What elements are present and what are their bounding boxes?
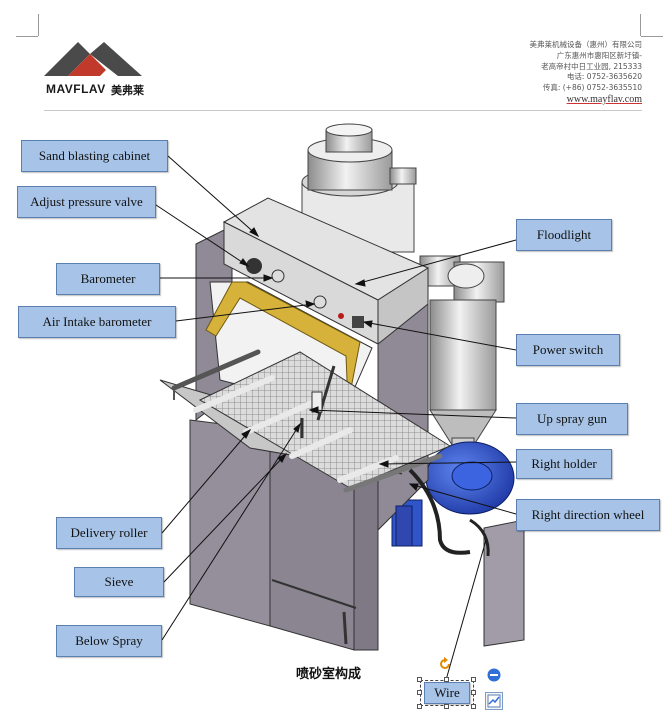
selection-handle[interactable] [471, 704, 476, 709]
label-wire[interactable]: Wire [424, 682, 470, 704]
label-right-direction-wheel: Right direction wheel [516, 499, 660, 531]
header-divider [44, 110, 642, 111]
label-adjust-pressure-valve: Adjust pressure valve [17, 186, 156, 218]
crop-mark-top-right-v [640, 14, 641, 36]
label-below-spray: Below Spray [56, 625, 162, 657]
label-sieve: Sieve [74, 567, 164, 597]
crop-mark-top-left-h [16, 36, 38, 37]
crop-mark-top-left-v [38, 14, 39, 36]
contact-line: 传真: (+86) 0752-3635510 [542, 83, 642, 93]
logo-wordmark: MAVFLAV [46, 82, 106, 96]
rotate-handle-icon[interactable] [438, 657, 452, 671]
contact-line: 美弗莱机械设备（惠州）有限公司 [529, 40, 643, 49]
contact-line: 老高帝村中日工业园, 215333 [541, 61, 642, 71]
selection-handle[interactable] [444, 677, 449, 682]
label-up-spray-gun: Up spray gun [516, 403, 628, 435]
label-power-switch: Power switch [516, 334, 620, 366]
contact-line: 广东惠州市惠阳区新圩镇- [556, 50, 642, 60]
selection-handle[interactable] [417, 690, 422, 695]
website-link[interactable]: www.mayflav.com [566, 93, 642, 105]
selection-handle[interactable] [444, 704, 449, 709]
selection-handle[interactable] [417, 704, 422, 709]
contact-line: 电话: 0752-3635620 [566, 72, 642, 82]
selection-handle[interactable] [417, 677, 422, 682]
label-barometer: Barometer [56, 263, 160, 295]
logo-chinese-name: 美弗莱 [111, 84, 144, 97]
label-sand-blasting-cabinet: Sand blasting cabinet [21, 140, 168, 172]
company-contact: 美弗莱机械设备（惠州）有限公司 广东惠州市惠阳区新圩镇- 老高帝村中日工业园, … [530, 40, 643, 105]
label-floodlight: Floodlight [516, 219, 612, 251]
selection-handle[interactable] [471, 690, 476, 695]
layout-options-icon[interactable] [485, 692, 503, 710]
company-logo [44, 42, 142, 76]
label-right-holder: Right holder [516, 449, 612, 479]
label-air-intake-barometer: Air Intake barometer [18, 306, 176, 338]
label-delivery-roller: Delivery roller [56, 517, 162, 549]
crop-mark-top-right-h [641, 36, 663, 37]
figure-caption: 喷砂室构成 [296, 667, 362, 682]
minus-circle-icon[interactable] [487, 668, 501, 682]
selection-handle[interactable] [471, 677, 476, 682]
